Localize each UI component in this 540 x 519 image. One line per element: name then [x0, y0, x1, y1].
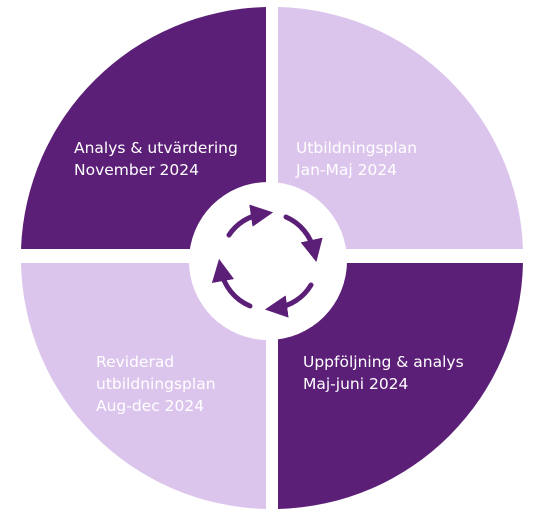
- center-hub: [189, 182, 347, 340]
- label-line: Utbildningsplan: [296, 139, 418, 157]
- label-line: Analys & utvärdering: [74, 139, 238, 157]
- label-line: Jan-Maj 2024: [296, 161, 398, 179]
- quadrant-bottom-right: [278, 263, 523, 509]
- quadrant-label-utbildningsplan: Utbildningsplan Jan-Maj 2024: [296, 137, 417, 181]
- quadrant-top-left: [21, 7, 266, 249]
- label-line: November 2024: [74, 161, 200, 179]
- quadrant-top-right: [278, 7, 523, 249]
- label-line: Reviderad: [96, 353, 175, 371]
- label-line: Aug-dec 2024: [96, 397, 205, 415]
- quadrant-label-analys: Analys & utvärdering November 2024: [74, 137, 238, 181]
- label-line: Uppföljning & analys: [303, 353, 464, 371]
- quadrant-label-uppfoljning: Uppföljning & analys Maj-juni 2024: [303, 351, 464, 395]
- circular-arrows-cycle-icon: [211, 204, 323, 318]
- label-line: utbildningsplan: [96, 375, 216, 393]
- quadrant-bottom-left: [21, 263, 266, 509]
- quadrant-label-reviderad: Reviderad utbildningsplan Aug-dec 2024: [96, 351, 216, 417]
- label-line: Maj-juni 2024: [303, 375, 409, 393]
